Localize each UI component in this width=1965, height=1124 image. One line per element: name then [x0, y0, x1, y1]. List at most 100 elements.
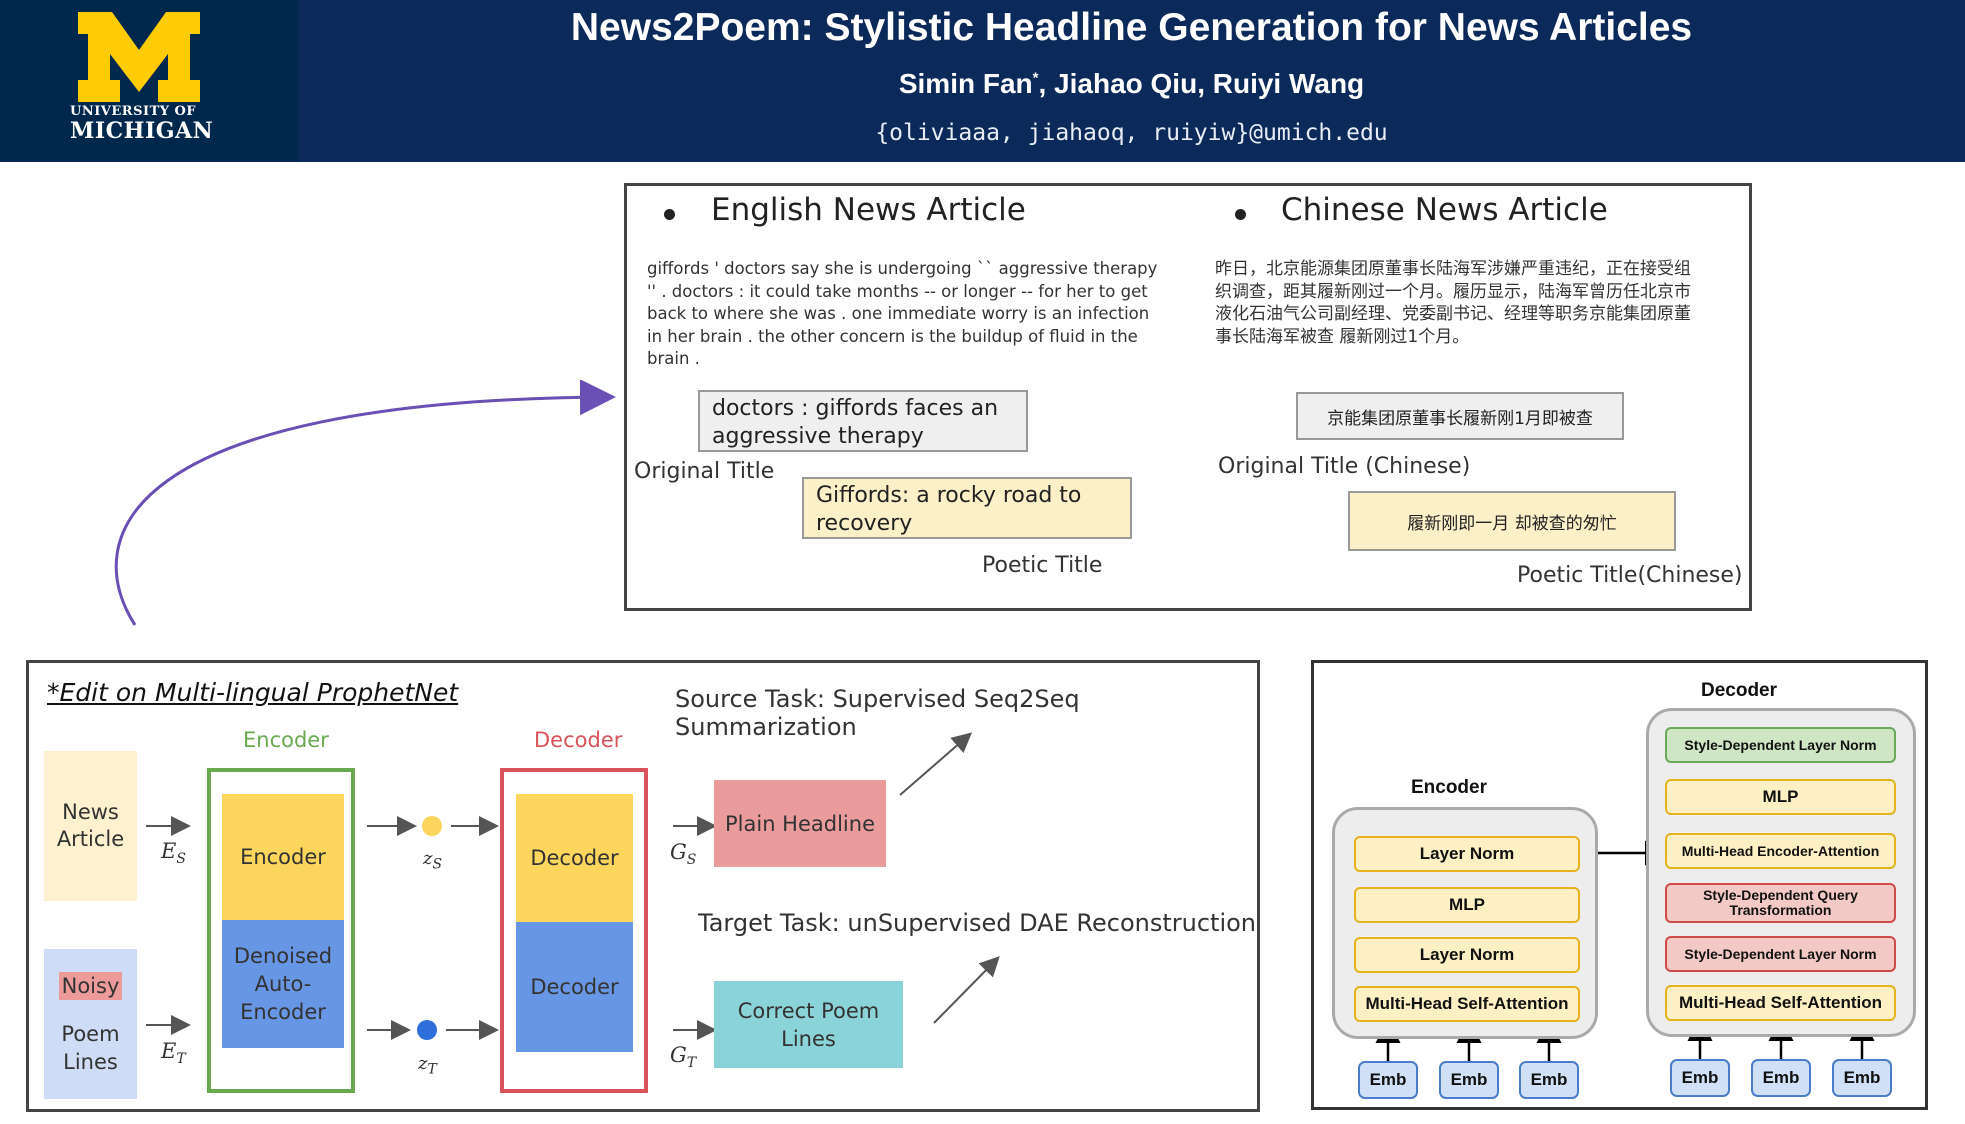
- logo-text-michigan: MICHIGAN: [70, 118, 214, 144]
- dec-self-attention: Multi-Head Self-Attention: [1665, 985, 1896, 1021]
- dae-block: Denoised Auto- Encoder: [222, 920, 344, 1048]
- dec-style-query-transformation: Style-Dependent Query Transformation: [1665, 883, 1896, 923]
- source-task-label: Source Task: Supervised Seq2Seq Summariz…: [675, 685, 1080, 741]
- encoder-group-frame: [207, 768, 355, 1093]
- block-line: Auto-: [254, 972, 312, 996]
- math-zs: zS: [423, 848, 442, 873]
- input-line: Article: [56, 827, 125, 851]
- output-line: Lines: [781, 1026, 836, 1051]
- enc-emb-3: Emb: [1519, 1061, 1579, 1099]
- bullet-icon: [1235, 209, 1246, 220]
- other-authors: , Jiahao Qiu, Ruiyi Wang: [1038, 68, 1365, 99]
- body-line: 事长陆海军被查 履新刚过1个月。: [1215, 326, 1470, 347]
- body-line: '' . doctors : it could take months -- o…: [647, 281, 1148, 301]
- body-line: 织调查，距其履新刚过一个月。履历显示，陆海军曾历任北京市: [1215, 281, 1691, 302]
- arch-decoder-title: Decoder: [1700, 680, 1778, 701]
- input-line: Lines: [63, 1050, 118, 1074]
- input-line: News: [62, 800, 119, 824]
- encoder-group-label: Encoder: [243, 728, 329, 752]
- callout-line: doctors : giffords faces an: [712, 396, 999, 421]
- body-line: in her brain . the other concern is the …: [647, 326, 1138, 346]
- callout-line: aggressive therapy: [712, 424, 924, 449]
- dec-emb-1: Emb: [1670, 1059, 1730, 1097]
- arch-encoder-title: Encoder: [1410, 777, 1488, 798]
- english-original-title-callout: doctors : giffords faces an aggressive t…: [698, 390, 1028, 452]
- math-sub: S: [686, 852, 697, 869]
- encoder-block: Encoder: [222, 794, 344, 920]
- news-article-input: News Article: [44, 751, 137, 901]
- enc-layer-norm-top: Layer Norm: [1354, 836, 1580, 872]
- enc-self-attention: Multi-Head Self-Attention: [1354, 986, 1580, 1022]
- bullet-icon: [664, 209, 675, 220]
- body-line: 昨日，北京能源集团原董事长陆海军涉嫌严重违纪，正在接受组: [1215, 259, 1691, 279]
- poster-header: UNIVERSITY OF MICHIGAN News2Poem: Stylis…: [0, 0, 1965, 162]
- dec-style-layer-norm-bottom: Style-Dependent Layer Norm: [1665, 936, 1896, 972]
- target-task-label: Target Task: unSupervised DAE Reconstruc…: [698, 909, 1257, 937]
- math-base: G: [670, 840, 687, 864]
- math-sub: T: [686, 1055, 697, 1072]
- block-m-logo-icon: [78, 12, 200, 102]
- callout-text: 履新刚即一月 却被查的匆忙: [1407, 513, 1617, 534]
- enc-layer-norm-bottom: Layer Norm: [1354, 937, 1580, 973]
- latent-zs-dot: [422, 816, 442, 836]
- example-articles-panel: English News Article giffords ' doctors …: [624, 183, 1752, 611]
- enc-emb-2: Emb: [1439, 1061, 1499, 1099]
- dec-encoder-attention: Multi-Head Encoder-Attention: [1665, 833, 1896, 869]
- dec-emb-3: Emb: [1832, 1059, 1892, 1097]
- curved-arrow-icon: [114, 380, 616, 626]
- decoder-block-top: Decoder: [516, 794, 633, 922]
- math-zt: zT: [418, 1053, 437, 1078]
- decoder-group-frame: [500, 768, 648, 1093]
- correct-poem-output: Correct Poem Lines: [714, 981, 903, 1068]
- plain-headline-output: Plain Headline: [714, 780, 886, 867]
- model-diagram-panel: *Edit on Multi-lingual ProphetNet Source…: [26, 660, 1260, 1112]
- math-base: G: [670, 1043, 687, 1067]
- body-line: back to where she was . one immediate wo…: [647, 304, 1150, 323]
- chinese-original-title-callout: 京能集团原董事长履新刚1月即被查: [1296, 392, 1624, 440]
- math-gs: GS: [670, 840, 696, 868]
- logo-text-university-of: UNIVERSITY OF: [70, 104, 197, 119]
- enc-mlp: MLP: [1354, 887, 1580, 923]
- model-diagram-connectors: [146, 732, 1000, 1040]
- body-line: brain .: [647, 349, 700, 368]
- math-base: E: [161, 839, 177, 863]
- author-emails: {oliviaaa, jiahaoq, ruiyiw}@umich.edu: [875, 120, 1388, 146]
- dec-emb-2: Emb: [1751, 1059, 1811, 1097]
- math-base: z: [423, 848, 433, 869]
- callout-text: 京能集团原董事长履新刚1月即被查: [1327, 408, 1593, 429]
- math-sub: T: [427, 1061, 437, 1078]
- first-author: Simin Fan: [898, 68, 1033, 99]
- output-line: Correct Poem: [737, 998, 880, 1023]
- math-sub: S: [432, 856, 443, 873]
- decoder-block-bottom: Decoder: [516, 922, 633, 1052]
- body-line: giffords ' doctors say she is undergoing…: [647, 259, 1158, 278]
- author-list: Simin Fan*, Jiahao Qiu, Ruiyi Wang: [298, 68, 1965, 100]
- dec-mlp: MLP: [1665, 779, 1896, 815]
- math-gt: GT: [670, 1043, 696, 1071]
- block-line: Encoder: [240, 1000, 326, 1024]
- math-base: z: [418, 1053, 428, 1074]
- math-base: E: [161, 1039, 177, 1063]
- equal-contribution-mark: *: [1032, 69, 1039, 87]
- body-line: 液化石油气公司副经理、党委副书记、经理等职务京能集团原董: [1215, 304, 1691, 324]
- chinese-poetic-title-label: Poetic Title(Chinese): [1517, 563, 1743, 588]
- chinese-original-title-label: Original Title (Chinese): [1218, 454, 1471, 479]
- english-poetic-title-label: Poetic Title: [982, 553, 1103, 578]
- callout-line: Giffords: a rocky road to: [816, 483, 1082, 508]
- enc-emb-1: Emb: [1358, 1061, 1418, 1099]
- dec-style-layer-norm-top: Style-Dependent Layer Norm: [1665, 727, 1896, 763]
- edit-note: *Edit on Multi-lingual ProphetNet: [47, 678, 459, 707]
- chinese-article-heading: Chinese News Article: [1281, 192, 1608, 228]
- block-line: Denoised: [233, 944, 333, 968]
- university-logo: UNIVERSITY OF MICHIGAN: [0, 0, 298, 162]
- english-article-heading: English News Article: [711, 192, 1026, 228]
- latent-zt-dot: [417, 1020, 437, 1040]
- poster-title: News2Poem: Stylistic Headline Generation…: [570, 6, 1693, 49]
- callout-line: recovery: [816, 511, 913, 536]
- architecture-panel: Decoder Encoder Layer Norm MLP Layer Nor…: [1311, 660, 1928, 1110]
- math-sub: S: [176, 851, 186, 868]
- chinese-article-body: 昨日，北京能源集团原董事长陆海军涉嫌严重违纪，正在接受组 织调查，距其履新刚过一…: [1215, 258, 1691, 348]
- math-et: ET: [161, 1039, 186, 1067]
- noisy-tag: Noisy: [58, 972, 123, 1000]
- decoder-group-label: Decoder: [534, 728, 623, 752]
